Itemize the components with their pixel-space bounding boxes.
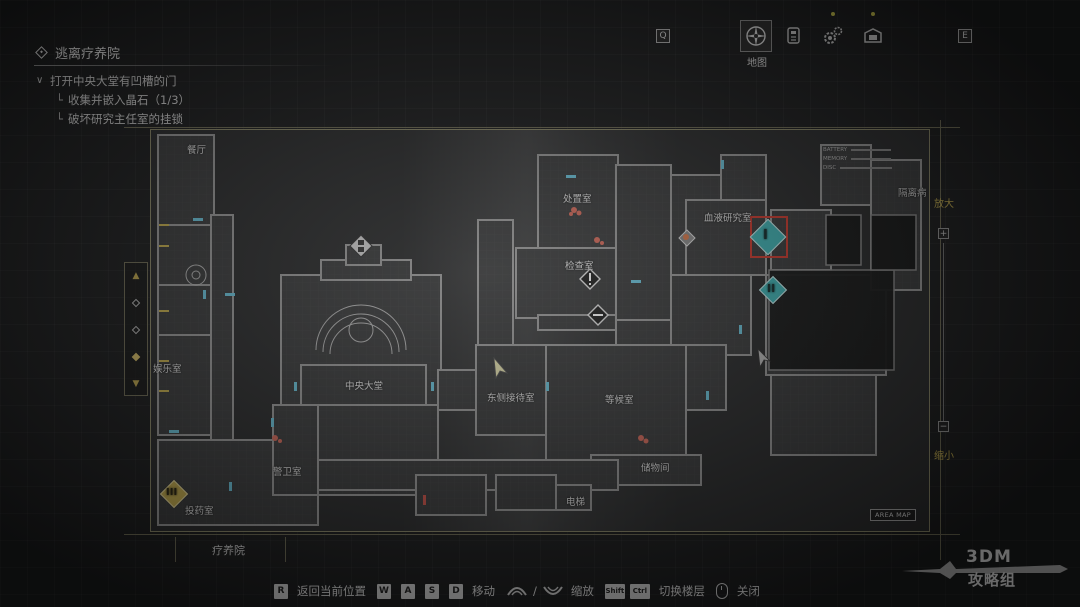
room-label-recreation: 娱乐室 — [153, 364, 182, 375]
room-label-storage: 储物间 — [641, 463, 670, 474]
objective-main: ∨ 打开中央大堂有凹槽的门 — [34, 71, 344, 90]
watermark: 3DM 攻略组 — [900, 545, 1070, 595]
frame-rule-bottom — [124, 534, 960, 535]
objectives-panel: 逃离疗养院 ∨ 打开中央大堂有凹槽的门 └ 收集并嵌入晶石（1/3） └ 破坏研… — [34, 42, 344, 128]
objective-divider — [34, 65, 334, 66]
floor-3[interactable] — [125, 290, 147, 317]
tab-map-label: 地图 — [747, 58, 767, 69]
inventory-box-icon — [864, 28, 882, 43]
save-point-icon — [349, 234, 373, 258]
floor-diamond-icon — [131, 325, 141, 335]
objective-diamond-icon — [35, 45, 48, 59]
zoom-minus-button[interactable]: − — [938, 421, 949, 432]
slash-separator: / — [533, 584, 537, 598]
branch-icon: └ — [56, 111, 63, 126]
notification-dot — [831, 12, 835, 16]
key-w: W — [377, 583, 391, 599]
room-label-pharmacy: 投药室 — [185, 506, 214, 517]
control-zoom-label: 缩放 — [570, 584, 594, 598]
mouse-icon — [715, 583, 728, 599]
objective-marker-3-label: III — [166, 487, 178, 498]
objective-sub-1: └ 收集并嵌入晶石（1/3） — [34, 90, 344, 109]
key-ctrl: Ctrl — [629, 583, 650, 599]
gear-icon — [824, 26, 843, 44]
room-label-elevator: 电梯 — [566, 497, 586, 508]
controls-bar: R 返回当前位置 W A S D 移动 / 缩放 Shift Ctrl 切换楼层… — [274, 582, 771, 600]
key-item-icon — [587, 304, 609, 326]
frame-tick — [175, 537, 176, 562]
room-label-canteen: 餐厅 — [187, 145, 207, 156]
next-tab-key[interactable]: E — [958, 29, 972, 43]
floor-down-button[interactable]: ▼ — [132, 378, 140, 389]
objective-marker-2-label: II — [767, 282, 776, 295]
zoom-control[interactable]: 放大 + − 缩小 — [932, 195, 956, 465]
objective-title-text: 逃离疗养院 — [55, 46, 121, 62]
objective-sub-2: └ 破坏研究主任室的挂锁 — [34, 109, 344, 128]
room-label-central-hall: 中央大堂 — [345, 381, 384, 392]
locked-door — [423, 495, 426, 505]
files-icon — [787, 27, 800, 44]
legend-memory: MEMORY — [823, 154, 923, 163]
zoom-slider-track[interactable] — [943, 243, 944, 423]
mouse-cursor-icon — [757, 348, 772, 368]
player-position-icon — [493, 357, 509, 379]
area-name: 疗养院 — [212, 544, 245, 557]
key-shift: Shift — [604, 583, 625, 599]
control-recenter-label: 返回当前位置 — [297, 584, 366, 598]
chevron-down-icon: ∨ — [36, 75, 44, 86]
room-label-exam: 检查室 — [565, 261, 594, 272]
frame-rule-top — [124, 127, 960, 128]
floor-2[interactable] — [125, 317, 147, 344]
key-s: S — [425, 583, 439, 599]
objective-title: 逃离疗养院 — [34, 42, 344, 62]
room-label-waiting: 等候室 — [605, 395, 634, 406]
objective-sub-text: 收集并嵌入晶石（1/3） — [68, 92, 191, 107]
area-map[interactable]: I II III 餐厅 处置室 血液研究室 隔离病 检查室 娱乐室 中央大堂 东… — [150, 129, 930, 532]
floor-diamond-icon — [131, 298, 141, 308]
objective-marker-1-label: I — [763, 228, 768, 243]
frame-tick — [285, 537, 286, 562]
map-legend: BATTERY MEMORY DISC — [823, 145, 923, 181]
scroll-down-icon — [543, 586, 563, 595]
room-label-east-lounge: 东侧接待室 — [487, 393, 535, 404]
control-close-label: 关闭 — [736, 584, 760, 598]
floor-up-button[interactable]: ▲ — [132, 271, 140, 282]
room-label-treatment: 处置室 — [563, 194, 592, 205]
map-compass-icon — [746, 26, 766, 46]
tab-map[interactable] — [740, 20, 772, 52]
control-switch-floor-label: 切换楼层 — [658, 584, 705, 598]
floor-1-current[interactable] — [125, 343, 147, 370]
legend-disc: DISC — [823, 163, 923, 172]
room-label-guard: 警卫室 — [273, 467, 302, 478]
room-label-isolation: 隔离病 — [898, 188, 927, 199]
prev-tab-key[interactable]: Q — [656, 29, 670, 43]
floor-diamond-icon — [131, 352, 141, 362]
tab-files[interactable] — [778, 20, 810, 52]
branch-icon: └ — [56, 92, 63, 107]
room-label-blood-lab: 血液研究室 — [704, 213, 752, 224]
key-a: A — [401, 583, 415, 599]
zoom-plus-button[interactable]: + — [938, 228, 949, 239]
zoom-out-label[interactable]: 缩小 — [934, 451, 954, 462]
tab-inventory[interactable] — [857, 12, 889, 52]
key-d: D — [449, 583, 463, 599]
area-map-badge: AREA MAP — [870, 509, 916, 521]
objective-sub-text: 破坏研究主任室的挂锁 — [68, 111, 183, 126]
floor-selector[interactable]: ▲ ▼ — [124, 262, 148, 396]
legend-battery: BATTERY — [823, 145, 923, 154]
key-r: R — [274, 583, 288, 599]
scroll-up-icon — [507, 587, 527, 596]
notification-dot — [871, 12, 875, 16]
objective-main-text: 打开中央大堂有凹槽的门 — [50, 73, 177, 88]
watermark-top-text: 3DM — [966, 547, 1012, 567]
control-move-label: 移动 — [472, 584, 495, 598]
zoom-in-label[interactable]: 放大 — [934, 199, 954, 210]
item-gem-icon — [678, 229, 696, 247]
floor-plan — [157, 134, 922, 526]
tab-gear[interactable] — [817, 12, 849, 52]
watermark-bottom-text: 攻略组 — [968, 571, 1017, 589]
